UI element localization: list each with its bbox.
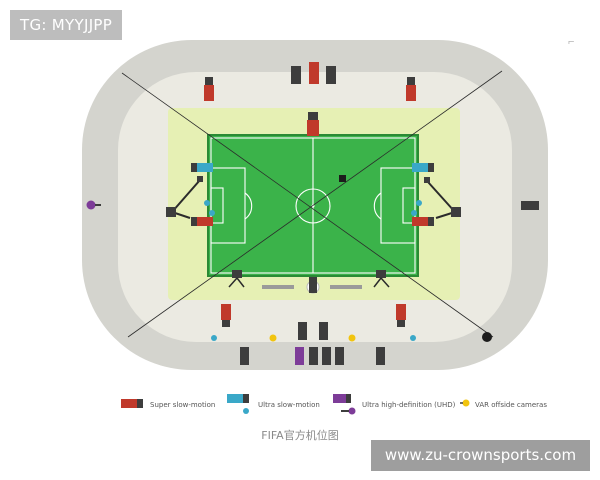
camera-bottom-stand-right [376,347,385,365]
camera-right-crane-base [451,207,461,217]
camera-bottom-stand-row1-b [319,322,328,340]
camera-top-right [406,77,416,101]
camera-bottom-stand-c3 [335,347,344,365]
diagram-caption: FIFA官方机位图 [261,429,339,442]
camera-bottom-var-cyan-left [211,335,217,341]
camera-bottom-right-tripod [373,270,390,288]
camera-bottom-stand-c2 [322,347,331,365]
camera-spidercam [339,175,346,182]
camera-bottom-var-yellow-2 [348,334,356,342]
watermark-tag-top: TG: MYYJJPP [10,10,123,40]
camera-left-ultra [191,163,213,172]
camera-bottom-stand-left [240,347,249,365]
legend-label-uhd: Ultra high-definition (UHD) [362,401,456,409]
camera-bottom-var-cyan-right [410,335,416,341]
sight-lines [121,70,503,338]
legend-item-var: VAR offside cameras [460,399,547,409]
camera-bottom-stand-c1 [309,347,318,365]
camera-left-goal-var [204,200,215,216]
camera-left-stand-uhd [86,200,101,210]
legend: Super slow-motion Ultra slow-motion Ultr… [121,394,547,415]
corner-mark: ⌐ [568,36,575,48]
watermark-url: www.zu-crownsports.com [371,440,590,471]
camera-top-mid-3 [326,66,336,84]
camera-top-left [204,77,214,101]
camera-top-mid-1 [291,66,301,84]
camera-right-goal-var [411,200,422,216]
ad-board-left [262,285,294,289]
camera-top-mid-2 [309,62,319,84]
camera-bottom-right-stand [482,332,492,342]
camera-bottom-left-red [221,304,231,327]
legend-label-var: VAR offside cameras [475,401,547,409]
camera-right-crane-head [424,177,430,183]
camera-bottom-stand-uhd [295,347,304,365]
camera-bottom-right-red [396,304,406,327]
camera-right-stand [521,201,539,210]
camera-bottom-left-tripod [228,270,245,288]
legend-label-ultra-slow: Ultra slow-motion [258,401,320,409]
camera-halfway-top [307,112,319,136]
camera-bottom-centre [309,277,317,293]
camera-left-goal-red [191,217,213,226]
camera-right-ultra [412,163,434,172]
camera-left-crane-head [197,176,203,182]
camera-left-crane-base [166,207,176,217]
legend-item-ultra-slow: Ultra slow-motion [227,394,320,414]
camera-bottom-stand-row1-a [298,322,307,340]
legend-item-super-slow: Super slow-motion [121,399,215,409]
ad-board-right [330,285,362,289]
legend-item-uhd: Ultra high-definition (UHD) [333,394,456,415]
legend-label-super-slow: Super slow-motion [150,401,215,409]
camera-right-goal-red [412,217,434,226]
camera-bottom-var-yellow-1 [269,334,277,342]
